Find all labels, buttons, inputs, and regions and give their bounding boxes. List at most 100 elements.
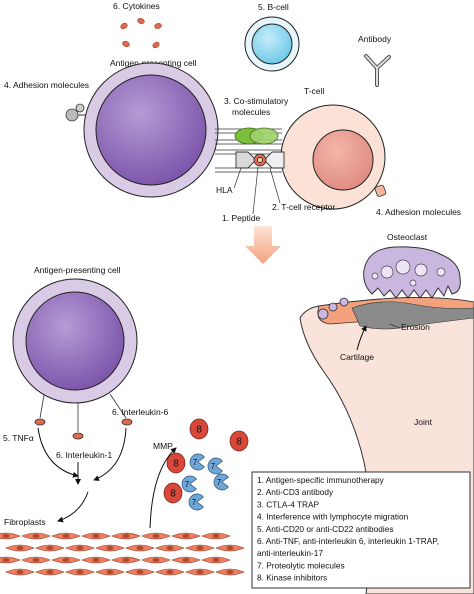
fibroplasts-label: Fibroplasts [4,517,46,527]
fibroblast-nucleus [152,558,160,562]
legend-item: anti-interleukin-17 [257,548,323,558]
antibody-icon [364,54,391,87]
fibroblast-nucleus [196,570,204,574]
protease-molecule: 7 [207,457,223,475]
molecule-number: 7 [193,458,198,467]
molecule-number: 7 [211,462,216,471]
fibroblast-nucleus [92,558,100,562]
secreted-cytokines [34,393,133,440]
kinase-molecule: 8 [189,418,209,440]
fibroblast-nucleus [122,534,130,538]
adhesion-molecule-right [374,184,387,197]
osteoclast-cell [363,246,461,299]
protease-molecule: 7 [181,475,197,493]
il6-label: 6. Interleukin-6 [112,407,168,417]
fibroblast-nucleus [212,558,220,562]
molecule-number: 7 [217,478,222,487]
tcr-label: 2. T-cell receptor [272,202,335,212]
fibroblast-nucleus [182,558,190,562]
t-cell [280,104,386,210]
erosion-bumps [317,297,349,320]
legend-box [251,471,471,589]
antibody-label: Antibody [358,34,392,44]
cartilage-label: Cartilage [340,352,374,362]
hla-tcr-complex [235,151,285,169]
protease-molecule: 7 [188,493,204,511]
fibroblast-nucleus [46,546,54,550]
fibroblast-nucleus [152,534,160,538]
apc-bottom-label: Antigen-presenting cell [34,265,121,275]
legend-item: 3. CTLA-4 TRAP [257,499,320,509]
legend-list: 1. Antigen-specific immunotherapy 2. Anti… [257,475,439,583]
legend-item: 2. Anti-CD3 antibody [257,487,334,497]
fibroblast-nucleus [122,558,130,562]
costim-label-line1: 3. Co-stimulatory [224,96,289,106]
t-cell-label: T-cell [304,86,324,96]
down-arrow [245,226,281,264]
fibroblast-nucleus [106,570,114,574]
legend-item: 5. Anti-CD20 or anti-CD22 antibodies [257,524,394,534]
costim-label-line2: molecules [232,107,270,117]
adhesion-molecule-left [65,103,86,122]
fibroblast-nucleus [136,546,144,550]
fibroblast-nucleus [62,534,70,538]
adhesion-left-label: 4. Adhesion molecules [4,80,89,90]
fibroblast-nucleus [226,570,234,574]
fibroblast-nucleus [32,534,40,538]
fibroblast-nucleus [76,546,84,550]
kinase-molecule: 8 [163,482,183,504]
apc-top-cell [83,62,219,198]
fibroblast-nucleus [196,546,204,550]
legend-item: 1. Antigen-specific immunotherapy [257,475,385,485]
protease-molecule: 7 [189,453,205,471]
legend-item: 6. Anti-TNF, anti-interleukin 6, interle… [257,536,439,546]
legend-item: 4. Interference with lymphocyte migratio… [257,512,409,522]
joint-label: Joint [414,417,433,427]
peptide-label: 1. Peptide [222,213,261,223]
molecule-number: 7 [185,480,190,489]
kinase-molecule: 8 [229,430,249,452]
costimulatory-molecules [234,127,279,145]
cartilage-pointer [356,325,367,351]
fibroblast-nucleus [2,534,10,538]
fibroblast-nucleus [16,570,24,574]
apc-bottom-cell [12,278,138,404]
fibroblast-nucleus [106,546,114,550]
molecule-number: 8 [173,459,179,470]
molecule-number: 7 [192,498,197,507]
fibroblast-nucleus [16,546,24,550]
b-cell [244,16,300,72]
fibroblast-nucleus [92,534,100,538]
fibroblast-nucleus [62,558,70,562]
osteoclast-label: Osteoclast [387,232,428,242]
fibroblast-layer [0,532,245,576]
legend-item: 8. Kinase inhibitors [257,573,327,583]
fibroblast-nucleus [32,558,40,562]
fibroblast-nucleus [136,570,144,574]
pointer-lines-top [233,166,281,215]
fibroblast-nucleus [166,570,174,574]
cytokines-label: 6. Cytokines [113,1,160,11]
legend-item: 7. Proteolytic molecules [257,560,345,570]
hla-label: HLA [216,185,233,195]
b-cell-label: 5. B-cell [258,2,289,12]
il1-label: 6. Interleukin-1 [56,450,112,460]
erosion-pointer [389,323,401,329]
adhesion-right-label: 4. Adhesion molecules [376,207,461,217]
erosion-label: Erosion [401,322,430,332]
molecule-number: 8 [196,425,202,436]
protease-molecule: 7 [213,473,229,491]
fibroblast-nucleus [46,570,54,574]
fibroblast-nucleus [182,534,190,538]
molecule-number: 8 [236,437,242,448]
cytokine-particles [120,18,162,49]
cartilage-layer [317,297,474,330]
mmp-label: MMP [153,441,173,451]
fibroblast-nucleus [76,570,84,574]
signal-arrows [37,427,177,529]
fibroblast-nucleus [166,546,174,550]
fibroblast-nucleus [226,546,234,550]
fibroblast-nucleus [2,558,10,562]
